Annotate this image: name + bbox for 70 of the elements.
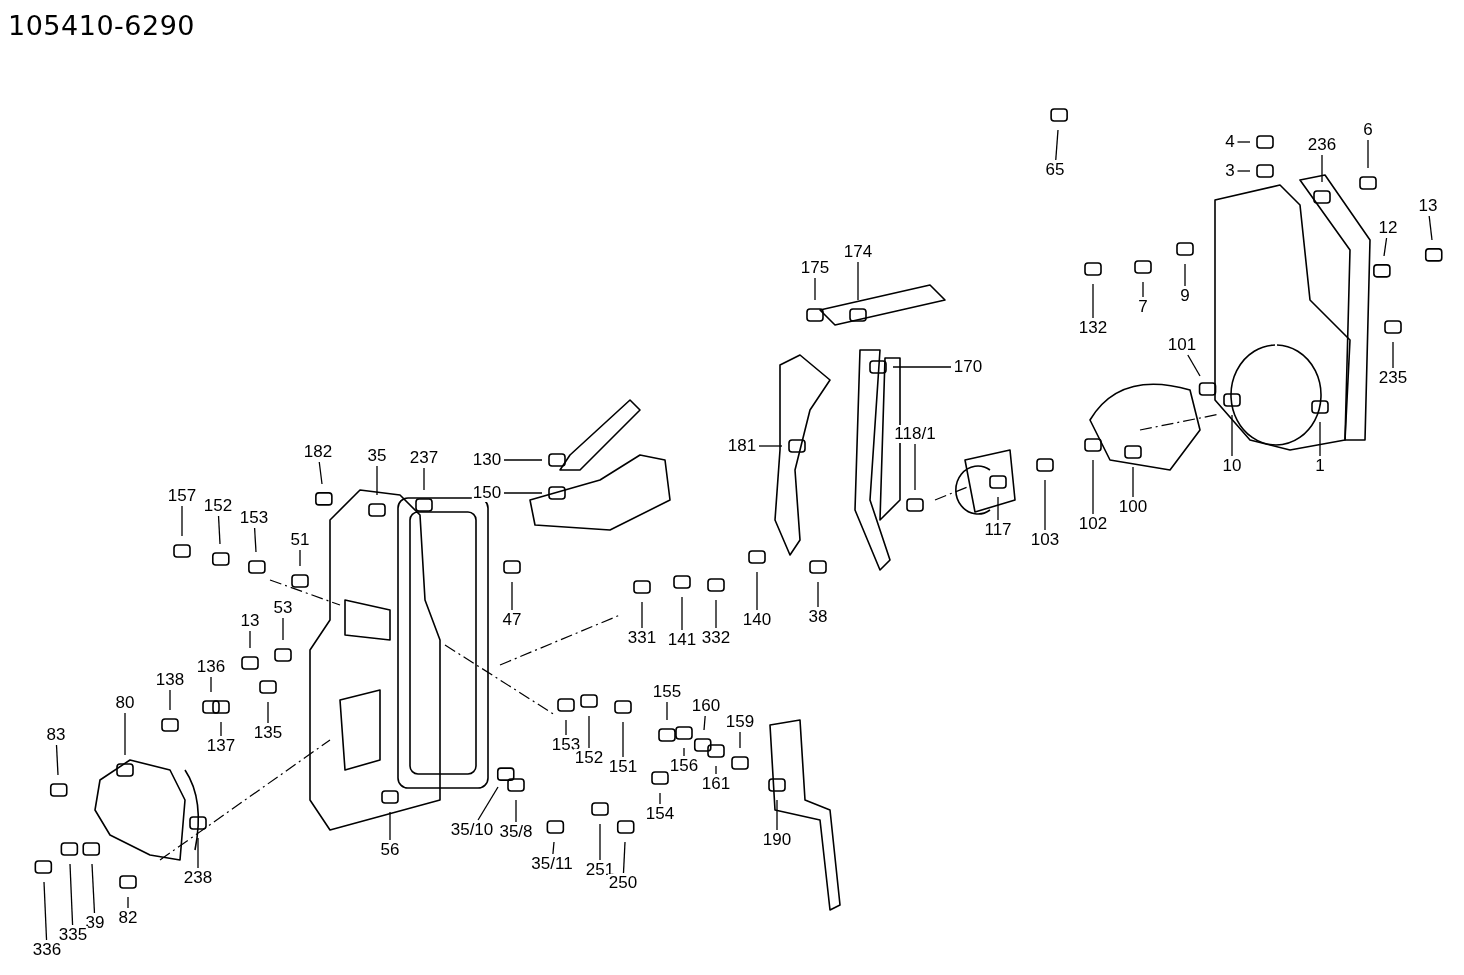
- leader-line: [511, 581, 513, 611]
- leader-line: [55, 744, 59, 776]
- leader-line: [389, 811, 391, 841]
- leader-line: [715, 599, 717, 629]
- leader-line: [69, 863, 74, 926]
- leader-line: [814, 277, 816, 301]
- leader-line: [1367, 139, 1369, 169]
- leader-line: [249, 630, 251, 649]
- leader-line: [423, 467, 425, 491]
- leader-line: [1428, 215, 1433, 241]
- leader-line: [1383, 237, 1388, 257]
- leader-line: [552, 841, 555, 855]
- leader-line: [220, 721, 222, 737]
- leader-line: [477, 786, 499, 821]
- leader-line: [503, 459, 543, 461]
- leader-line: [1055, 129, 1059, 161]
- leader-line: [565, 719, 567, 736]
- leader-line: [776, 799, 778, 831]
- leader-line: [217, 515, 221, 545]
- leader-line: [210, 676, 212, 693]
- leader-line: [515, 799, 517, 823]
- leader-line: [1392, 341, 1394, 369]
- drawing-number: 105410-6290: [8, 10, 196, 41]
- leader-line: [997, 496, 999, 521]
- leader-line: [1321, 154, 1323, 183]
- leader-line: [1092, 459, 1094, 515]
- leader-line: [641, 601, 643, 629]
- leader-line: [756, 571, 758, 611]
- leader-line: [282, 617, 284, 641]
- leader-line: [318, 461, 323, 485]
- leader-line: [253, 527, 257, 553]
- leader-line: [588, 715, 590, 749]
- leader-line: [43, 881, 48, 941]
- leader-line: [1236, 141, 1251, 143]
- leader-line: [914, 443, 916, 491]
- leader-line: [892, 366, 952, 368]
- leader-line: [622, 841, 626, 874]
- leader-line: [91, 863, 96, 914]
- leader-line: [169, 689, 171, 711]
- leader-line: [666, 701, 668, 721]
- leader-line: [1142, 281, 1144, 298]
- leader-line: [376, 465, 378, 496]
- leader-line: [599, 823, 601, 861]
- leader-line: [267, 701, 269, 724]
- leader-line: [503, 492, 543, 494]
- leader-line: [1092, 283, 1094, 319]
- leader-line: [1184, 263, 1186, 287]
- leader-line: [1044, 479, 1046, 531]
- leader-line: [659, 792, 661, 805]
- leader-line: [857, 261, 859, 301]
- leader-line: [1319, 421, 1321, 457]
- leader-line: [758, 445, 783, 447]
- leader-line: [299, 549, 301, 567]
- leader-line: [1132, 466, 1134, 498]
- callout-number: 150: [471, 484, 503, 502]
- leader-line: [681, 596, 683, 631]
- leader-line: [817, 581, 819, 608]
- leader-line: [124, 712, 126, 756]
- leader-line: [703, 715, 706, 731]
- leader-line: [127, 896, 129, 909]
- leader-line: [1236, 170, 1251, 172]
- leader-line: [715, 765, 717, 775]
- leader-line: [181, 505, 183, 537]
- callout-number: 118/1: [893, 425, 937, 443]
- leader-line: [1231, 414, 1233, 457]
- leader-line: [197, 837, 199, 869]
- leader-line: [1187, 354, 1201, 377]
- leader-line: [622, 721, 624, 758]
- leader-line: [739, 731, 741, 749]
- leader-line: [683, 747, 685, 757]
